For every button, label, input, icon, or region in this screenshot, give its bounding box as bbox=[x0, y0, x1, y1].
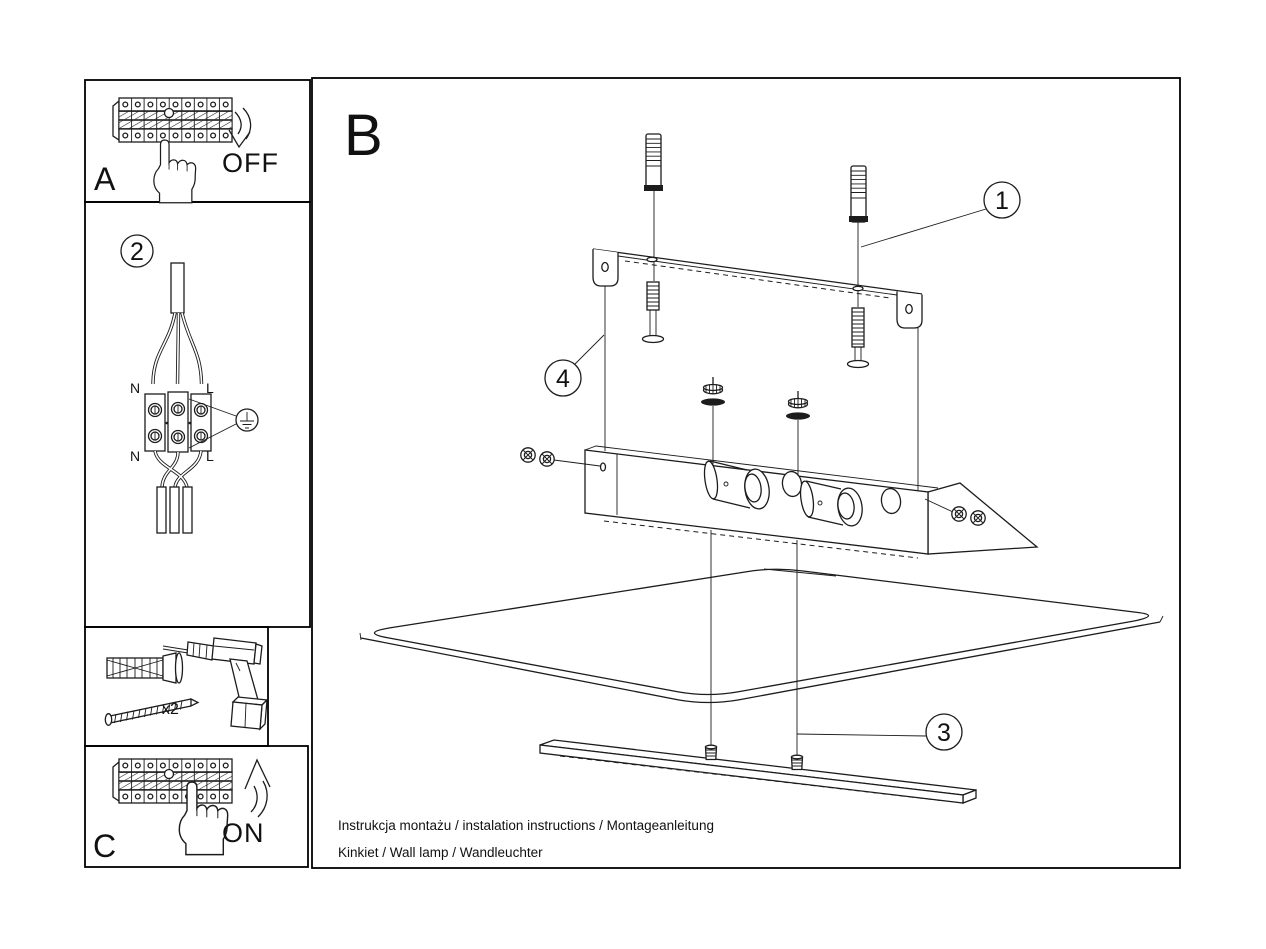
drill-icon bbox=[162, 637, 269, 731]
circuit-breaker-icon bbox=[112, 758, 233, 804]
mounting-screw-right bbox=[846, 307, 870, 369]
bulb-socket bbox=[799, 480, 863, 527]
bottom-rail bbox=[539, 739, 977, 804]
callout-3-badge: 3 bbox=[796, 713, 963, 751]
screw-icon bbox=[104, 697, 200, 726]
label-l-top: L bbox=[206, 380, 214, 396]
cable-sheath bbox=[170, 262, 185, 314]
lamp-housing bbox=[584, 445, 1039, 559]
exploded-view: B bbox=[338, 103, 1164, 860]
main-frame bbox=[311, 77, 1181, 869]
step-c-content: ON C bbox=[93, 758, 271, 864]
wall-anchor-icon bbox=[106, 652, 184, 684]
callout-1-number: 1 bbox=[995, 187, 1009, 215]
diffuser-panel bbox=[359, 568, 1164, 704]
terminal-block bbox=[144, 391, 212, 453]
cable-wires bbox=[151, 312, 204, 385]
fixing-screws-right bbox=[924, 498, 986, 526]
pointing-hand-icon bbox=[153, 139, 197, 204]
step-b-title: B bbox=[344, 103, 383, 168]
on-label: ON bbox=[222, 818, 265, 848]
callout-2-number: 2 bbox=[130, 238, 144, 266]
step-a-label: A bbox=[94, 161, 116, 197]
on-arrow-icon bbox=[244, 758, 271, 818]
callout-4-number: 4 bbox=[556, 365, 570, 393]
quantity-label: x2 bbox=[162, 701, 179, 718]
fixing-screws-left bbox=[520, 447, 601, 467]
wall-plug-right bbox=[849, 165, 868, 223]
wall-plug-left bbox=[644, 133, 663, 191]
callout-2-badge bbox=[120, 234, 154, 268]
callout-1-badge: 1 bbox=[860, 181, 1021, 248]
washer-stack bbox=[785, 390, 811, 476]
off-arrow-icon bbox=[228, 107, 252, 149]
step-c-box bbox=[84, 745, 309, 868]
housing-hole bbox=[781, 470, 803, 498]
callout-3-number: 3 bbox=[937, 719, 951, 747]
crossed-wires bbox=[153, 450, 203, 534]
label-n-bottom: N bbox=[130, 448, 140, 464]
rail-stud bbox=[704, 744, 718, 761]
rail-stud bbox=[790, 754, 804, 771]
footer-line-1: Instrukcja montażu / instalation instruc… bbox=[338, 818, 714, 833]
step-a-content: OFF A bbox=[94, 97, 279, 204]
footer-line-2: Kinkiet / Wall lamp / Wandleuchter bbox=[338, 845, 543, 860]
ground-symbol-icon bbox=[188, 398, 259, 449]
mounting-screw-left bbox=[641, 281, 665, 344]
off-label: OFF bbox=[222, 148, 279, 178]
bulb-socket bbox=[703, 460, 770, 510]
housing-hole bbox=[880, 487, 902, 515]
circuit-breaker-icon bbox=[112, 97, 233, 143]
step-c-label: C bbox=[93, 828, 116, 864]
label-l-bottom: L bbox=[206, 448, 214, 464]
mounting-bracket bbox=[592, 248, 923, 329]
washer-stack bbox=[700, 376, 726, 466]
label-n-top: N bbox=[130, 380, 140, 396]
hardware-content: x2 bbox=[104, 637, 269, 731]
wiring-content: 2 N L bbox=[120, 234, 259, 534]
callout-4-badge: 4 bbox=[544, 334, 605, 397]
